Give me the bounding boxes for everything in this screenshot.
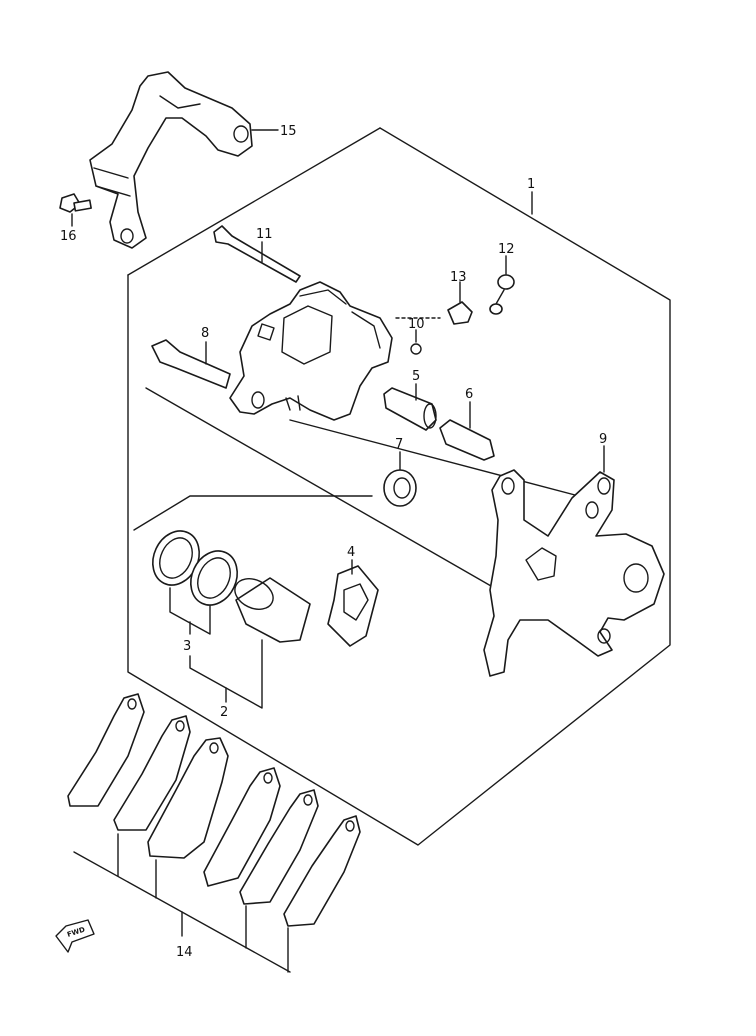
fwd-arrow-icon: FWD	[55, 919, 95, 953]
construction-line-b	[289, 419, 595, 501]
part-15-bracket	[89, 71, 279, 249]
part-4-spring	[327, 559, 379, 647]
part-11-pin	[213, 225, 301, 283]
callout-15: 15	[280, 124, 297, 139]
assembly-1-outline	[127, 127, 671, 846]
part-13-bleeder	[447, 281, 473, 325]
callout-5: 5	[412, 369, 420, 384]
callout-12: 12	[498, 242, 515, 257]
callout-4: 4	[347, 545, 355, 560]
part-9-holder	[483, 445, 665, 677]
callout-7: 7	[395, 437, 403, 452]
construction-line-a	[145, 387, 499, 591]
part-5-sleeve	[383, 383, 437, 431]
assembly-1-outline-top	[127, 127, 381, 276]
callout-6: 6	[465, 387, 473, 402]
piston-group-line	[133, 495, 373, 531]
caliper-body	[229, 281, 393, 421]
part-7-boot	[383, 451, 417, 507]
part-12-cap	[489, 255, 515, 315]
part-14-pads	[67, 693, 361, 973]
callout-8: 8	[201, 326, 209, 341]
callout-3: 3	[183, 639, 191, 654]
callout-2: 2	[220, 705, 228, 720]
part-8-slide-pin	[151, 339, 231, 389]
callout-10: 10	[408, 317, 425, 332]
part-2-piston	[189, 577, 311, 709]
callout-13: 13	[450, 270, 467, 285]
callout-14: 14	[176, 945, 193, 960]
part-16-bolt	[59, 193, 92, 227]
part-3-seals	[152, 530, 238, 635]
callout-9: 9	[599, 432, 607, 447]
part-10-washer	[395, 317, 441, 355]
callout-16: 16	[60, 229, 77, 244]
callout-11: 11	[256, 227, 273, 242]
callout-1: 1	[527, 177, 535, 192]
part-6-bolt	[439, 401, 495, 461]
